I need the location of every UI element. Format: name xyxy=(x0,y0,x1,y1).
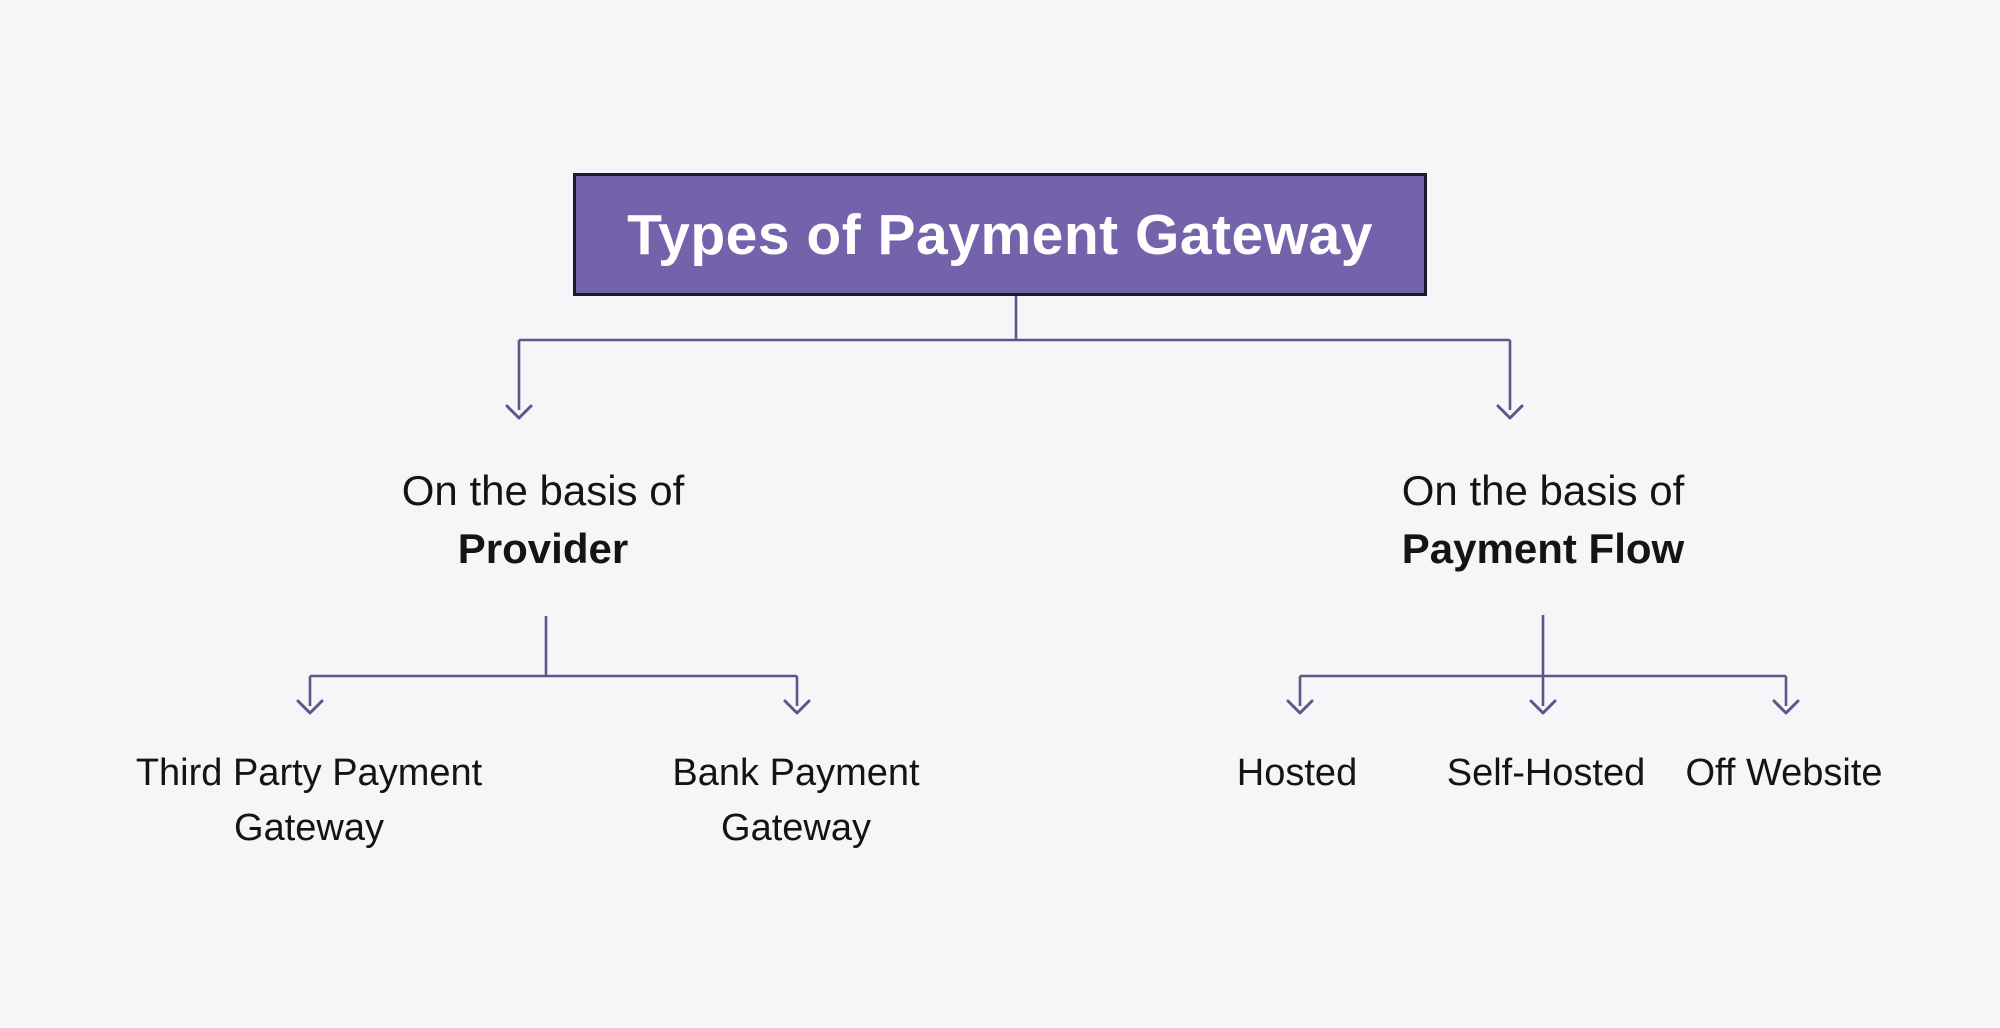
branch-payment-flow-prefix: On the basis of xyxy=(1401,467,1685,514)
leaf-third-party-payment-gateway: Third Party Payment Gateway xyxy=(135,752,483,849)
leaf-bank-payment-gateway: Bank Payment Gateway xyxy=(672,752,920,849)
diagram-title: Types of Payment Gateway xyxy=(627,202,1373,267)
connector-payment-flow-children xyxy=(1286,615,1800,715)
connector-level-1 xyxy=(505,296,1524,420)
branch-payment-flow-name: Payment Flow xyxy=(1401,525,1685,572)
branch-node-payment-flow: On the basis of Payment Flow xyxy=(1293,462,1793,578)
leaf-off-website: Off Website xyxy=(1685,752,1883,794)
leaf-hosted: Hosted xyxy=(1236,752,1358,794)
leaf-self-hosted: Self-Hosted xyxy=(1446,752,1646,794)
branch-provider-name: Provider xyxy=(457,525,629,572)
title-box: Types of Payment Gateway xyxy=(573,173,1427,296)
connector-provider-children xyxy=(296,616,811,715)
branch-node-provider: On the basis of Provider xyxy=(293,462,793,578)
branch-provider-prefix: On the basis of xyxy=(401,467,685,514)
